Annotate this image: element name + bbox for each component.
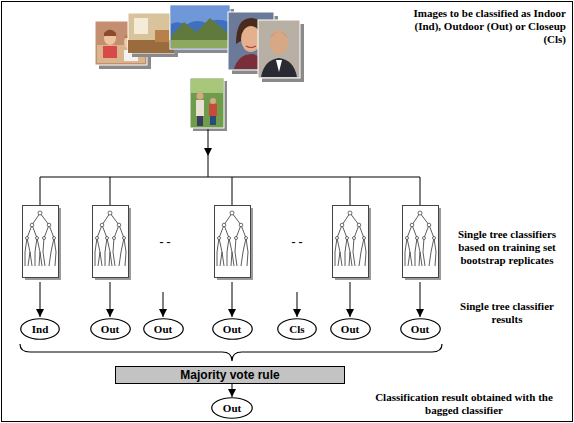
ellipse-outline [143,319,183,340]
stage-description: Single tree classifier results [446,300,568,326]
vote-rule-box: Majority vote rule [115,366,345,384]
result-label: Out [154,323,172,335]
ellipse-outline [400,319,440,340]
ellipsis-dashes: - - [285,236,309,249]
ellipse-outline [21,319,60,340]
tree-classifier-icon [93,206,132,281]
tree-result-ellipse: Out [90,318,131,340]
photo-landscape [170,5,234,53]
tree-result-ellipse: Out [330,318,371,340]
tree-result-ellipse: Ind [20,318,60,340]
flow-arrow [232,384,233,397]
ellipse-outline [330,319,370,340]
result-description: Classification result obtained with the … [364,391,564,417]
tree-result-ellipse: Out [143,318,184,340]
tree-classifier-icon [215,206,254,281]
photo-closeup-man [258,20,304,82]
tree-classifier-icon [23,206,62,281]
tree-classifier-icon [403,206,442,281]
tree-output-arrows [40,282,420,317]
photo-outdoor-family [190,78,227,131]
result-label: Ind [32,323,49,335]
result-label: Out [341,323,359,335]
stage-description: Single tree classifiers based on trainin… [446,228,568,267]
grouping-brace [20,344,442,361]
result-label: Out [223,323,241,335]
box-label: Majority vote rule [180,368,279,382]
result-label: Out [101,323,119,335]
tree-result-ellipse: Out [400,318,441,340]
result-label: Cls [289,323,304,335]
split-lines [40,129,420,205]
input-description: Images to be classified as Indoor (Ind),… [392,7,566,46]
final-result-ellipse: Out [211,397,253,419]
ellipse-outline [212,319,252,340]
tree-result-ellipse: Out [212,318,253,340]
ellipsis-dashes: - - [153,236,177,249]
tree-result-ellipse: Cls [277,318,317,340]
result-label: Out [223,402,241,414]
result-label: Out [411,323,429,335]
ellipse-outline [212,398,253,419]
ellipse-outline [90,319,130,340]
ellipse-outline [278,319,317,340]
tree-classifier-icon [333,206,372,281]
